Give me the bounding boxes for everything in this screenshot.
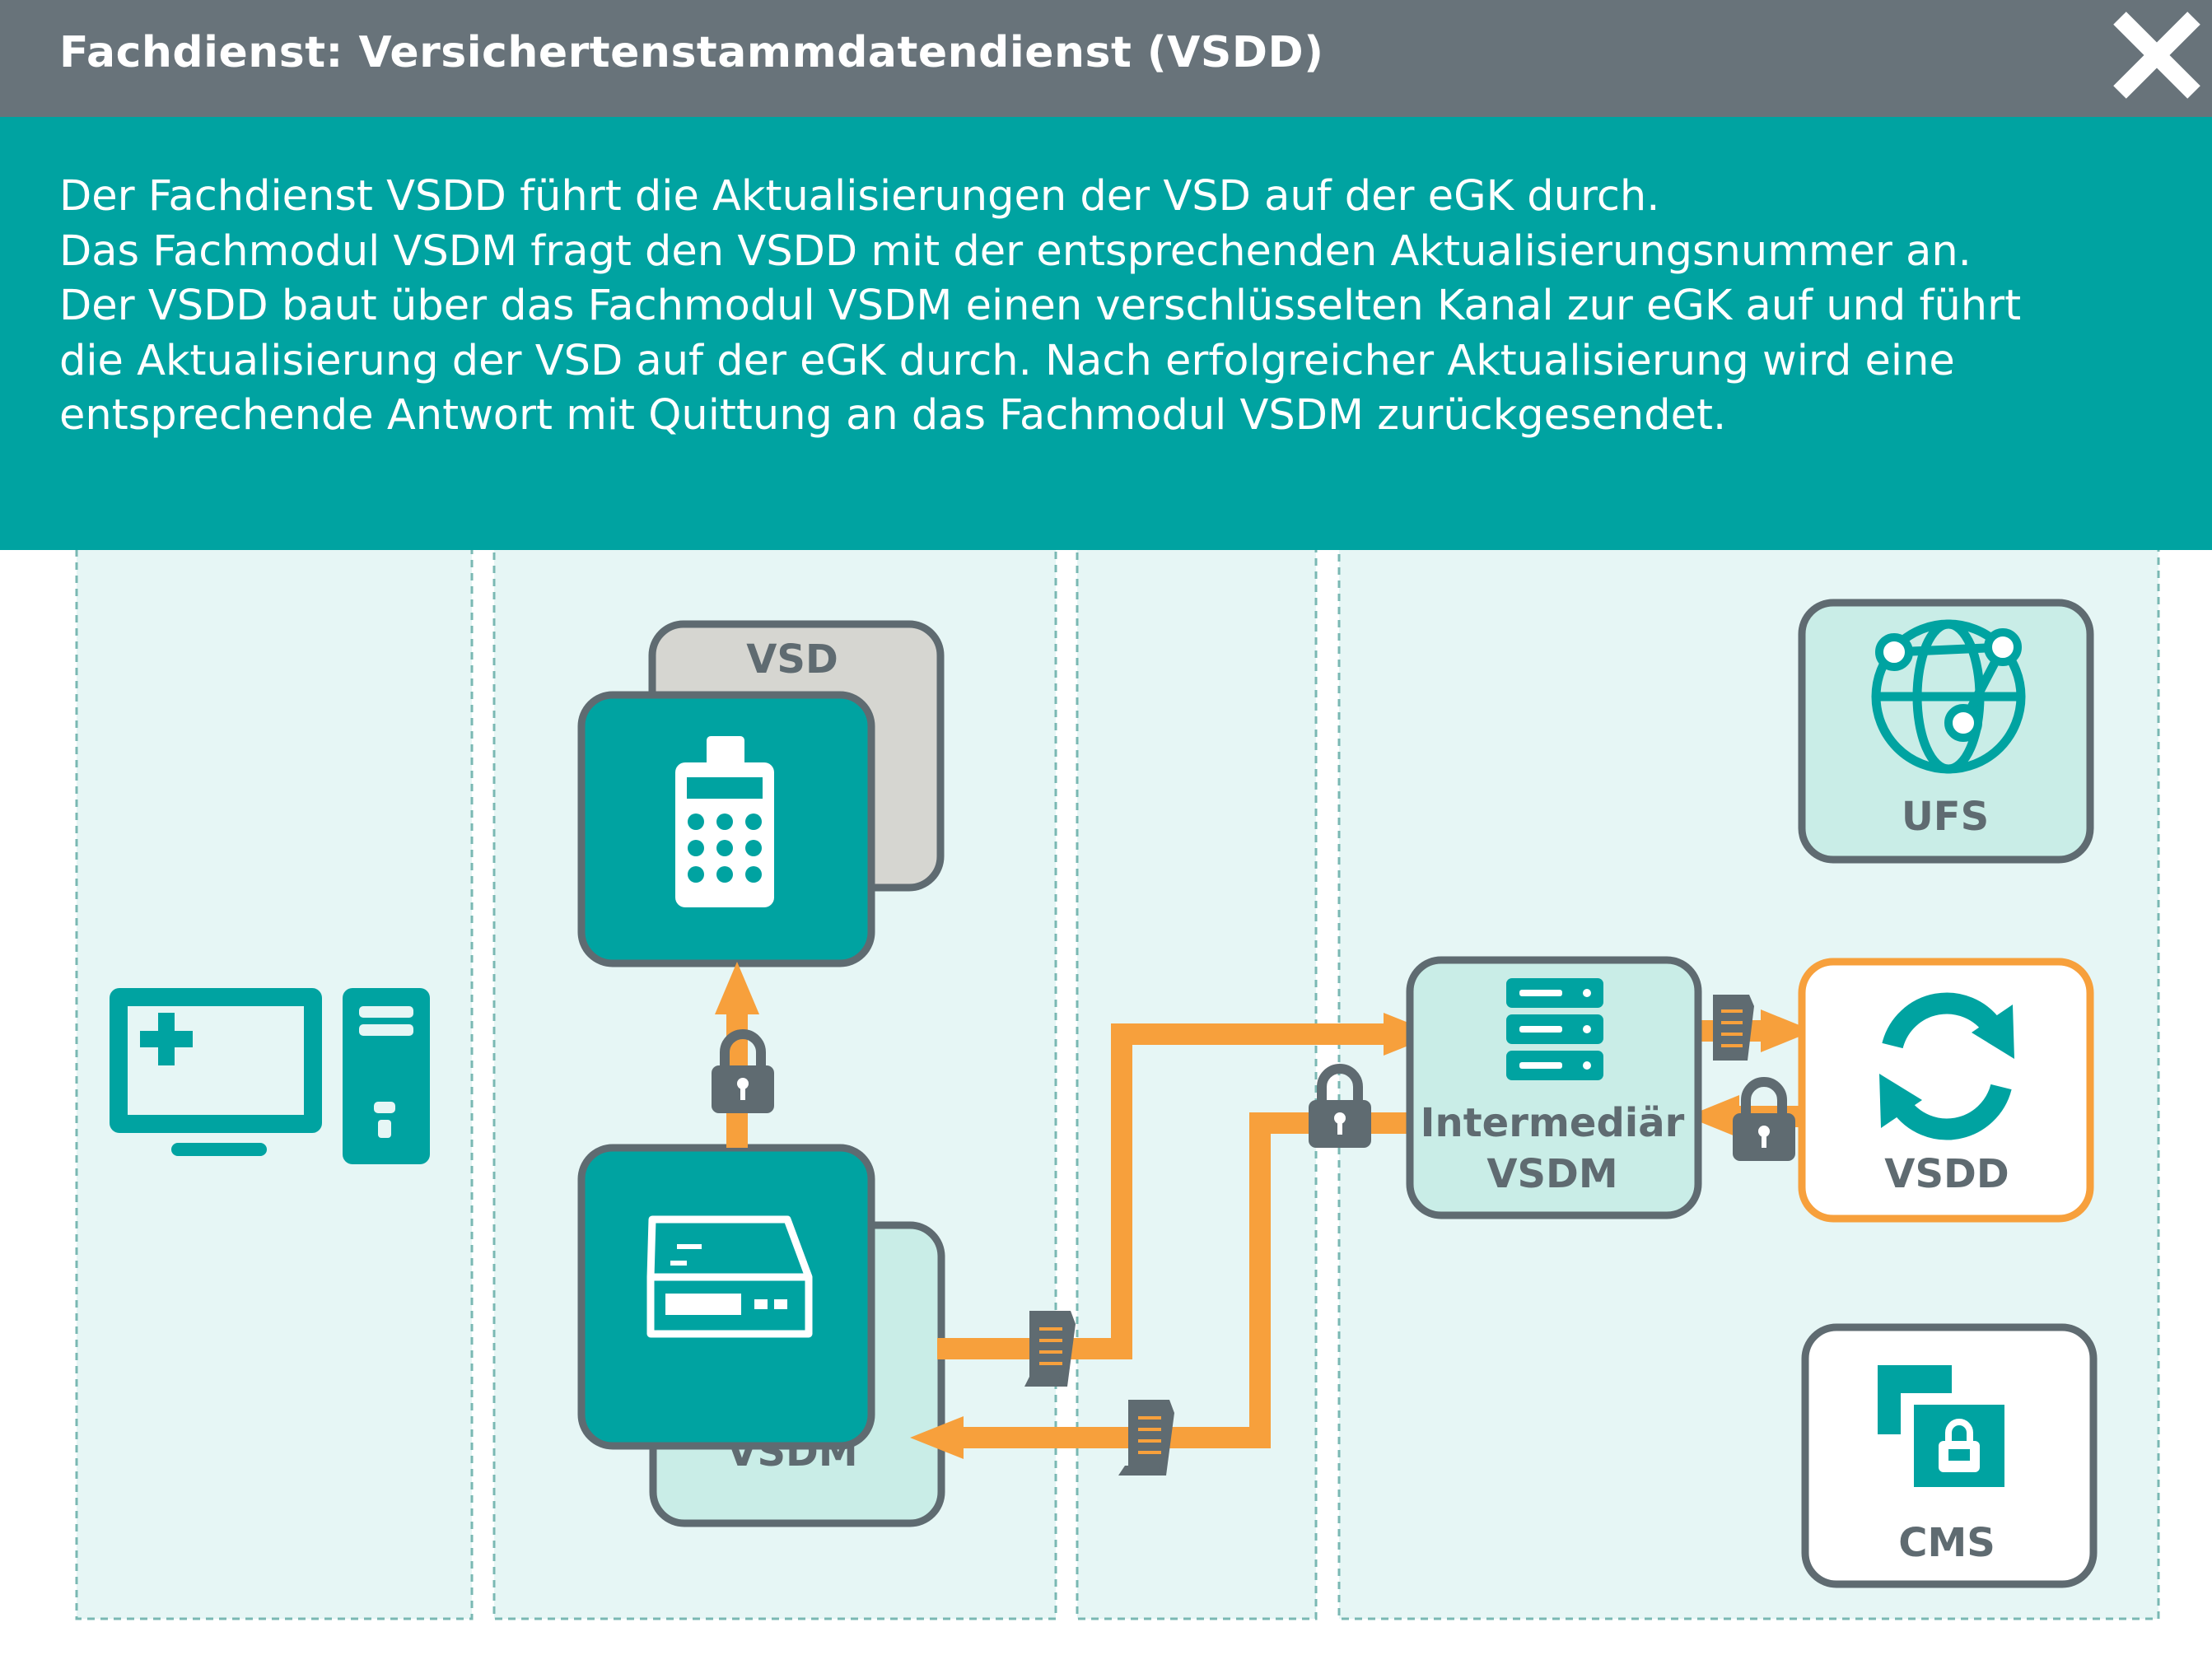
ufs-label: UFS bbox=[1902, 794, 1989, 840]
sync-arrows-icon bbox=[1879, 992, 2014, 1140]
architecture-diagram: VSD VSDM bbox=[75, 550, 2160, 1620]
close-x-icon[interactable] bbox=[2107, 5, 2207, 105]
header-bar: Fachdienst: Versichertenstammdatendienst… bbox=[0, 0, 2212, 117]
cms-label: CMS bbox=[1898, 1520, 1995, 1566]
intermediaer-vsdm-node: Intermediär VSDM bbox=[1406, 956, 1702, 1219]
intermediaer-vsdm-label: VSDM bbox=[1486, 1151, 1617, 1197]
description-line: Der Fachdienst VSDD führt die Aktualisie… bbox=[59, 172, 1660, 221]
intermediaer-label: Intermediär bbox=[1421, 1100, 1685, 1146]
medical-computer-icon bbox=[110, 988, 430, 1164]
vsdm-node: VSDM bbox=[577, 1144, 945, 1527]
receipt-icon bbox=[1713, 995, 1754, 1061]
description-line: Der VSDD baut über das Fachmodul VSDM ei… bbox=[59, 282, 2022, 330]
card-lock-icon bbox=[1878, 1365, 2014, 1495]
connector-drive-icon bbox=[646, 1215, 813, 1338]
description-panel: Der Fachdienst VSDD führt die Aktualisie… bbox=[0, 117, 2212, 550]
receipt-icon bbox=[1024, 1311, 1076, 1387]
description-text: Der Fachdienst VSDD führt die Aktualisie… bbox=[59, 170, 2184, 444]
vsdd-node: VSDD bbox=[1798, 958, 2094, 1223]
lock-icon bbox=[1733, 1077, 1795, 1161]
lock-icon bbox=[712, 1029, 774, 1113]
description-line: entsprechende Antwort mit Quittung an da… bbox=[59, 391, 1727, 440]
vsd-node: VSD bbox=[577, 620, 945, 967]
server-icon bbox=[1506, 978, 1603, 1080]
cms-node: CMS bbox=[1801, 1323, 2098, 1588]
ufs-node: UFS bbox=[1798, 599, 2094, 864]
vsdd-label: VSDD bbox=[1884, 1151, 2009, 1197]
receipt-icon bbox=[1118, 1400, 1174, 1476]
page-title: Fachdienst: Versichertenstammdatendienst… bbox=[59, 28, 1324, 77]
vsd-label: VSD bbox=[746, 636, 838, 683]
description-line: Das Fachmodul VSDM fragt den VSDD mit de… bbox=[59, 226, 1972, 276]
lock-icon bbox=[1309, 1064, 1371, 1148]
description-line: die Aktualisierung der VSD auf der eGK d… bbox=[59, 336, 1955, 385]
card-terminal-icon bbox=[675, 736, 774, 907]
